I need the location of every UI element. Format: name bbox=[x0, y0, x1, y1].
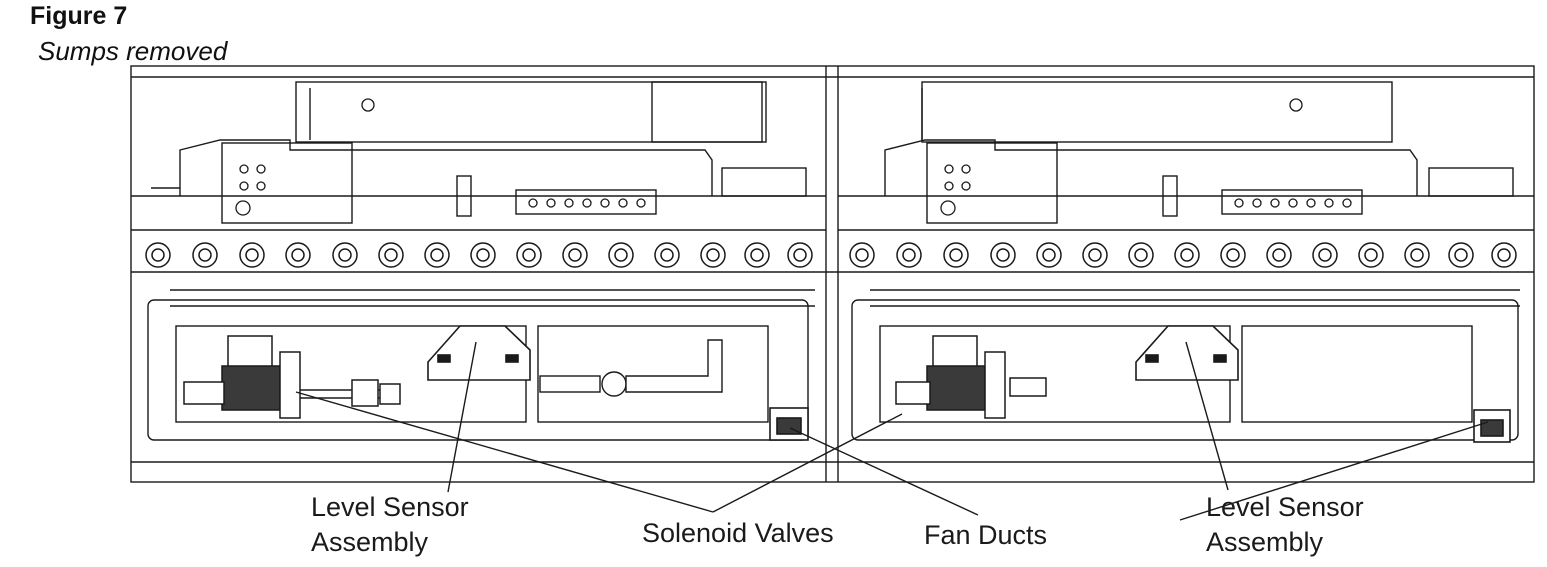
right-lower-tray bbox=[851, 299, 1519, 441]
right-level-sensor bbox=[1135, 325, 1239, 381]
label-solenoid-valves: Solenoid Valves bbox=[642, 518, 834, 548]
label-level-sensor-left-line1: Level Sensor bbox=[311, 492, 469, 522]
left-solenoid-valve bbox=[183, 335, 401, 419]
left-level-sensor bbox=[427, 325, 531, 381]
left-inlet-plumbing bbox=[539, 339, 723, 397]
right-solenoid-valve bbox=[895, 335, 1047, 419]
label-fan-ducts: Fan Ducts bbox=[924, 520, 1048, 550]
left-evaporator-ports bbox=[145, 242, 813, 268]
label-level-sensor-left-line2: Assembly bbox=[311, 527, 429, 557]
label-level-sensor-right-line1: Level Sensor bbox=[1206, 492, 1364, 522]
label-level-sensor-right: Level Sensor Assembly bbox=[1206, 490, 1364, 560]
label-level-sensor-left: Level Sensor Assembly bbox=[311, 490, 469, 560]
left-lower-tray bbox=[147, 299, 809, 441]
left-unit-top bbox=[151, 81, 807, 224]
right-unit-top bbox=[884, 81, 1514, 224]
cabinet-outline bbox=[130, 65, 1535, 483]
figure-title: Figure 7 bbox=[30, 2, 128, 30]
right-evaporator-ports bbox=[849, 242, 1517, 268]
figure-subtitle: Sumps removed bbox=[38, 36, 228, 66]
leader-lines bbox=[295, 341, 1489, 521]
label-level-sensor-right-line2: Assembly bbox=[1206, 527, 1324, 557]
